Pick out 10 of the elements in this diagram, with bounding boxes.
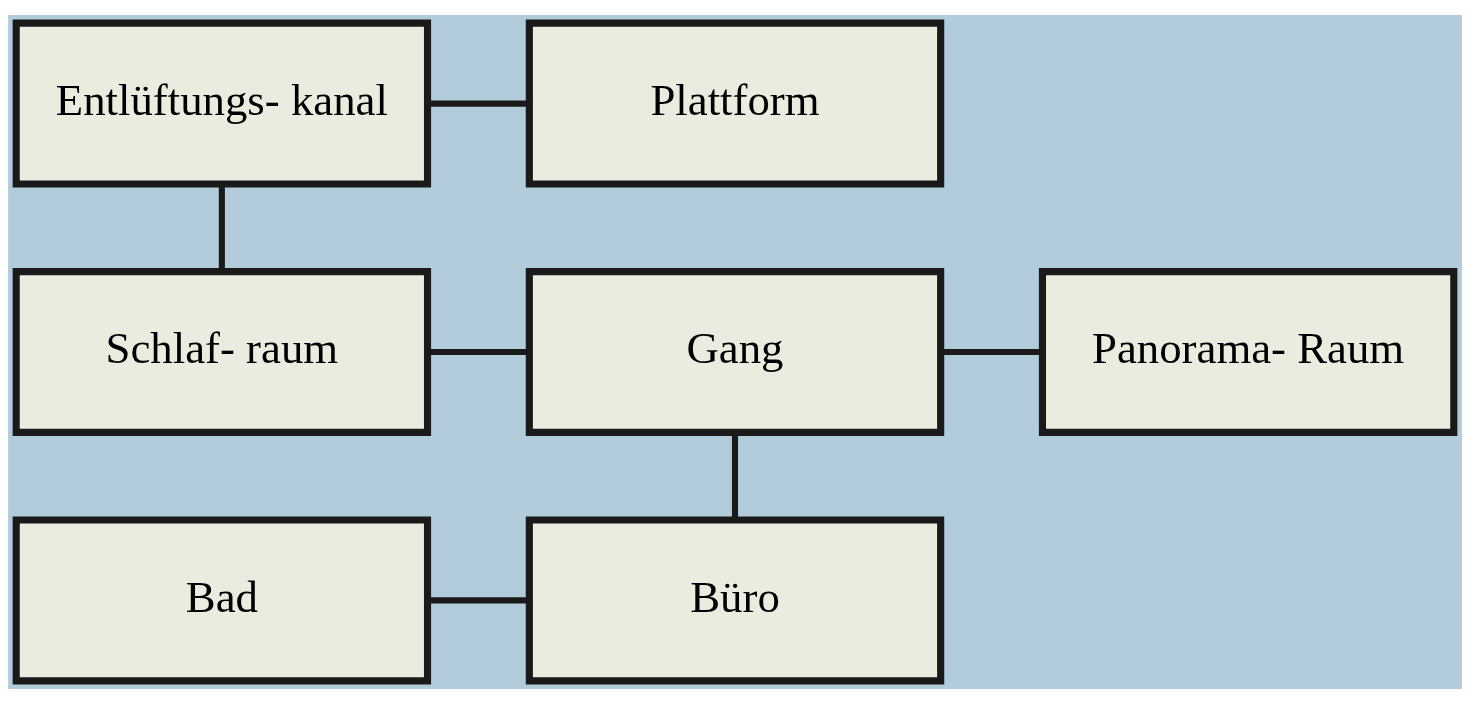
connector [428, 348, 529, 355]
node-box: Schlaf- raum [12, 267, 432, 436]
node-box: Entlüftungs- kanal [12, 19, 432, 188]
connector [428, 596, 529, 603]
node-box: Bad [12, 515, 432, 684]
node-box: Gang [525, 267, 945, 436]
connector [428, 100, 529, 107]
node-box: Plattform [525, 19, 945, 188]
node-box: Büro [525, 515, 945, 684]
node-box: Panorama- Raum [1038, 267, 1458, 436]
